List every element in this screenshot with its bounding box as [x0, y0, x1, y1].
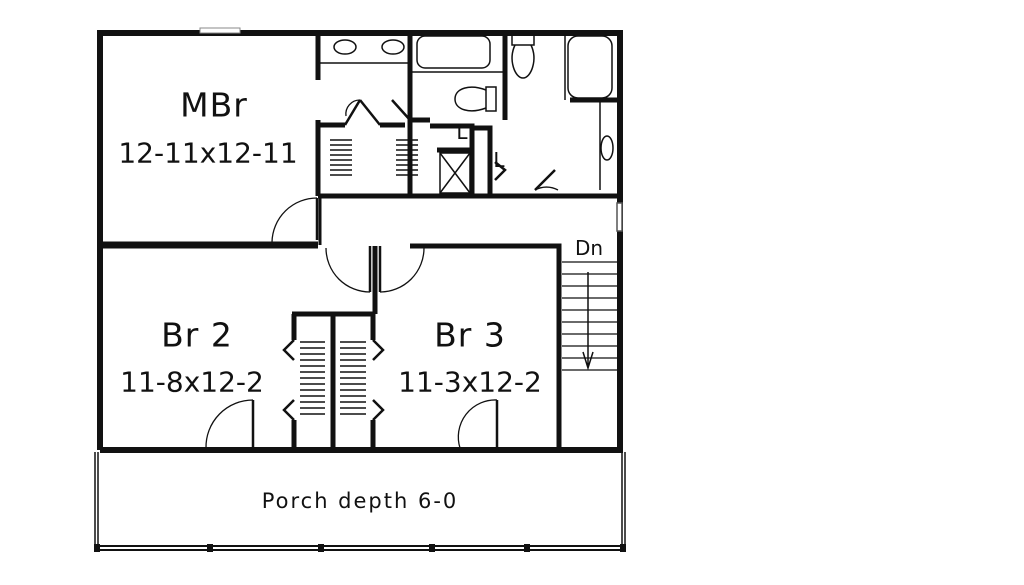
room-size-br2: 11-8x12-2 — [120, 365, 264, 399]
stair-down-arrow-icon — [582, 272, 594, 371]
sink-icon — [600, 135, 614, 161]
linen-closet-icon — [439, 152, 471, 194]
room-name-mbr: MBr — [180, 85, 248, 125]
sink-icon — [381, 39, 405, 55]
vanity — [320, 39, 408, 64]
window-top — [199, 27, 241, 34]
bathtub-icon — [567, 35, 613, 99]
porch-label: Porch depth 6-0 — [261, 489, 459, 513]
hall-bath-fixtures — [511, 32, 614, 190]
bathtub-icon — [416, 35, 491, 69]
laundry-label: L — [456, 120, 468, 144]
door-swings — [205, 99, 559, 449]
sink-icon — [333, 39, 357, 55]
room-name-br3: Br 3 — [434, 315, 506, 355]
master-bath-fixtures — [412, 35, 503, 112]
room-name-br2: Br 2 — [161, 315, 233, 355]
toilet-icon — [511, 44, 535, 79]
laundry-label: L — [493, 148, 505, 172]
interior-walls — [100, 33, 617, 450]
room-size-mbr: 12-11x12-11 — [118, 136, 298, 170]
exterior-walls — [97, 30, 623, 453]
closet-shelving — [300, 139, 418, 415]
toilet-icon — [454, 86, 487, 112]
stair-treads — [562, 261, 617, 371]
room-size-br3: 11-3x12-2 — [398, 365, 542, 399]
doors — [251, 99, 556, 450]
window-right — [616, 202, 623, 232]
stair-label: Dn — [574, 236, 604, 260]
porch — [94, 452, 626, 552]
